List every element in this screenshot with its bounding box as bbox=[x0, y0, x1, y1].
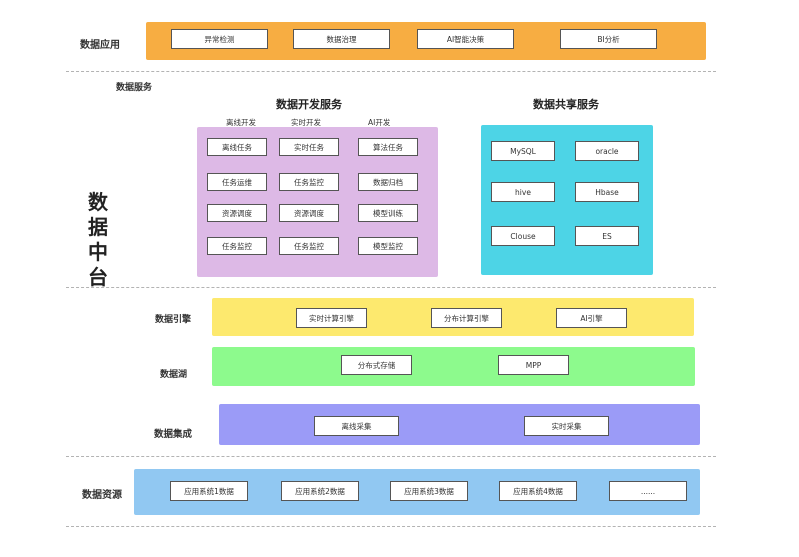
share-item: oracle bbox=[575, 141, 639, 161]
resource-item: ...... bbox=[609, 481, 687, 501]
engine-item: AI引擎 bbox=[556, 308, 627, 328]
integration-item: 实时采集 bbox=[524, 416, 609, 436]
lake-layer-band bbox=[212, 347, 695, 386]
engine-item: 分布计算引擎 bbox=[431, 308, 502, 328]
dev-item: 资源调度 bbox=[279, 204, 339, 222]
platform-title-char: 数 bbox=[88, 190, 108, 214]
app-item: AI智能决策 bbox=[417, 29, 514, 49]
lake-item: 分布式存储 bbox=[341, 355, 412, 375]
dev-item: 模型训练 bbox=[358, 204, 418, 222]
services-layer-label: 数据服务 bbox=[116, 83, 153, 93]
dev-item: 算法任务 bbox=[358, 138, 418, 156]
app-item: 异常检测 bbox=[171, 29, 268, 49]
dev-item: 数据归档 bbox=[358, 173, 418, 191]
resources-layer-label: 数据资源 bbox=[82, 490, 122, 501]
dev-item: 任务监控 bbox=[279, 173, 339, 191]
separator-line bbox=[66, 456, 716, 457]
separator-line bbox=[66, 287, 716, 288]
dev-item: 任务监控 bbox=[279, 237, 339, 255]
share-item: Clouse bbox=[491, 226, 555, 246]
engine-item: 实时计算引擎 bbox=[296, 308, 367, 328]
dev-item: 任务运维 bbox=[207, 173, 267, 191]
share-item: MySQL bbox=[491, 141, 555, 161]
platform-title-char: 中 bbox=[88, 240, 108, 264]
integration-item: 离线采集 bbox=[314, 416, 399, 436]
platform-title: 数 据 中 台 bbox=[86, 190, 110, 290]
dev-column-header: 离线开发 bbox=[226, 118, 256, 127]
share-item: ES bbox=[575, 226, 639, 246]
dev-service-title: 数据开发服务 bbox=[276, 98, 342, 111]
engine-layer-label: 数据引擎 bbox=[155, 315, 192, 325]
dev-item: 离线任务 bbox=[207, 138, 267, 156]
resource-item: 应用系统3数据 bbox=[390, 481, 468, 501]
integration-layer-band bbox=[219, 404, 700, 445]
dev-item: 模型监控 bbox=[358, 237, 418, 255]
lake-item: MPP bbox=[498, 355, 569, 375]
share-item: Hbase bbox=[575, 182, 639, 202]
share-service-title: 数据共享服务 bbox=[533, 98, 599, 111]
separator-line bbox=[66, 526, 716, 527]
dev-item: 任务监控 bbox=[207, 237, 267, 255]
lake-layer-label: 数据湖 bbox=[160, 370, 188, 380]
platform-title-char: 据 bbox=[88, 215, 108, 239]
resource-item: 应用系统4数据 bbox=[499, 481, 577, 501]
share-item: hive bbox=[491, 182, 555, 202]
app-item: 数据治理 bbox=[293, 29, 390, 49]
dev-column-header: 实时开发 bbox=[291, 118, 321, 127]
separator-line bbox=[66, 71, 716, 72]
dev-item: 实时任务 bbox=[279, 138, 339, 156]
integration-layer-label: 数据集成 bbox=[154, 429, 193, 440]
resource-item: 应用系统2数据 bbox=[281, 481, 359, 501]
dev-column-header: AI开发 bbox=[368, 118, 391, 127]
resource-item: 应用系统1数据 bbox=[170, 481, 248, 501]
app-layer-label: 数据应用 bbox=[80, 40, 120, 51]
app-item: BI分析 bbox=[560, 29, 657, 49]
dev-item: 资源调度 bbox=[207, 204, 267, 222]
platform-title-char: 台 bbox=[88, 265, 108, 289]
